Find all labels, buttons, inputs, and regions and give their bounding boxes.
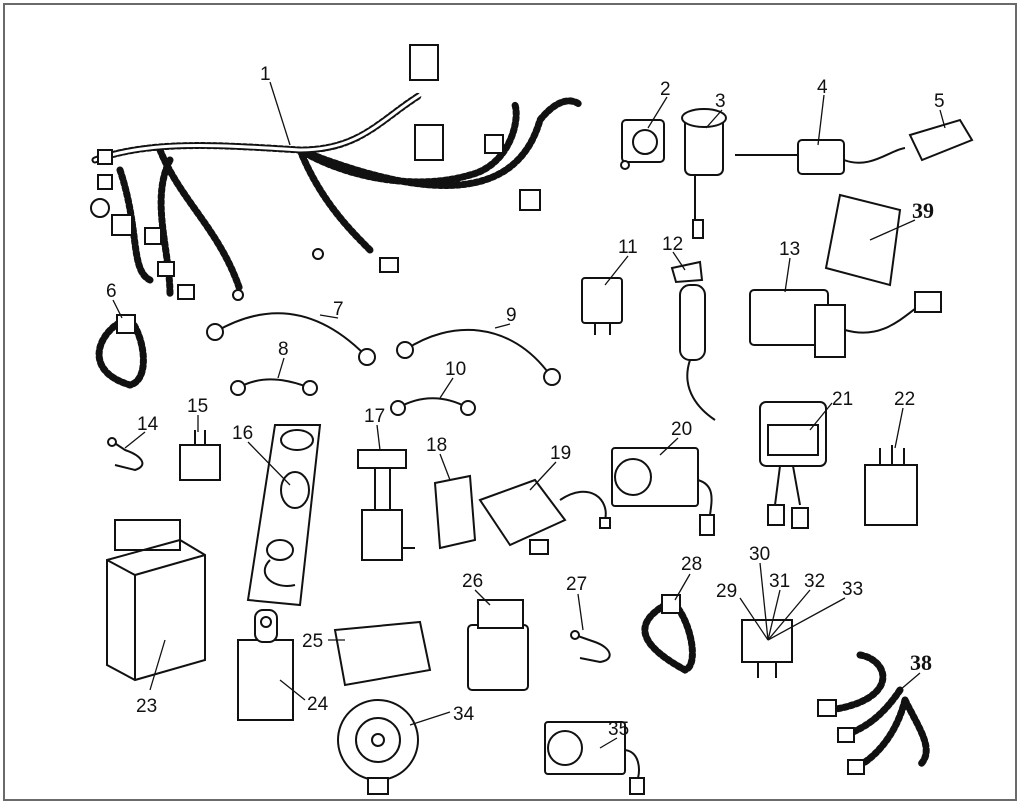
label-26: 26	[462, 571, 483, 592]
part-7-cable	[206, 312, 376, 366]
label-38: 38	[910, 650, 932, 675]
part-12-ignition-coil	[670, 260, 716, 421]
label-15: 15	[187, 396, 208, 417]
label-17: 17	[364, 406, 385, 427]
part-24-relay	[237, 609, 294, 721]
part-9-cable	[396, 328, 561, 386]
label-14: 14	[137, 414, 159, 435]
label-18: 18	[426, 435, 447, 456]
label-35: 35	[608, 719, 629, 740]
label-25: 25	[302, 631, 323, 652]
label-32: 32	[804, 571, 825, 592]
part-14-bulb	[107, 437, 144, 472]
label-6: 6	[106, 281, 117, 302]
part-number-labels: 1 2 3 4 5 6 7 8 9 10 11 12 13 14 15 16 1…	[106, 64, 945, 740]
leader-lines	[112, 81, 946, 749]
label-24: 24	[307, 694, 329, 715]
label-3: 3	[715, 91, 726, 112]
part-21-meter	[759, 401, 827, 529]
part-26-starter-relay	[467, 599, 529, 691]
part-13-cdi-unit	[749, 289, 942, 358]
label-22: 22	[894, 389, 915, 410]
part-6-strap	[95, 314, 147, 389]
part-22-flasher-relay	[864, 445, 918, 526]
part-8-cable	[230, 378, 318, 396]
part-25-rectifier	[333, 620, 432, 687]
label-8: 8	[278, 339, 289, 360]
label-5: 5	[934, 91, 945, 112]
label-23: 23	[136, 696, 157, 717]
part-18-label-card	[433, 474, 477, 550]
part-5-connector	[908, 118, 974, 162]
label-11: 11	[618, 237, 638, 258]
part-27-bulb	[570, 630, 611, 664]
part-17-fuel-sender	[357, 449, 415, 561]
label-39: 39	[912, 198, 934, 223]
label-21: 21	[832, 389, 853, 410]
label-20: 20	[671, 419, 692, 440]
label-30: 30	[749, 544, 770, 565]
label-4: 4	[817, 77, 828, 98]
label-16: 16	[232, 423, 253, 444]
part-20-regulator	[611, 447, 715, 536]
label-7: 7	[333, 299, 344, 320]
part-2-switch	[620, 119, 665, 170]
label-10: 10	[445, 359, 466, 380]
part-3-ignition-switch	[681, 108, 727, 239]
part-28-strap	[641, 594, 696, 674]
part-34-horn	[337, 699, 419, 795]
part-10-cable	[390, 397, 476, 416]
label-12: 12	[662, 234, 683, 255]
part-11-relay	[581, 277, 623, 335]
label-33: 33	[842, 579, 863, 600]
label-2: 2	[660, 79, 671, 100]
part-15-relay	[179, 430, 221, 481]
part-19-ecu	[478, 478, 611, 555]
part-35-regulator	[544, 721, 645, 795]
label-34: 34	[453, 704, 475, 725]
part-4-handlebar-switch	[735, 139, 906, 175]
part-16-fuel-pump-kit	[246, 424, 322, 607]
label-13: 13	[779, 239, 800, 260]
label-29: 29	[716, 581, 737, 602]
label-9: 9	[506, 305, 517, 326]
part-23-battery	[106, 519, 206, 682]
part-main-wire-harness	[90, 44, 584, 301]
label-19: 19	[550, 443, 571, 464]
part-38-sub-harness	[817, 651, 930, 775]
label-27: 27	[566, 574, 587, 595]
part-39-module	[824, 193, 902, 287]
label-1: 1	[260, 64, 271, 85]
label-31: 31	[769, 571, 790, 592]
label-28: 28	[681, 554, 702, 575]
